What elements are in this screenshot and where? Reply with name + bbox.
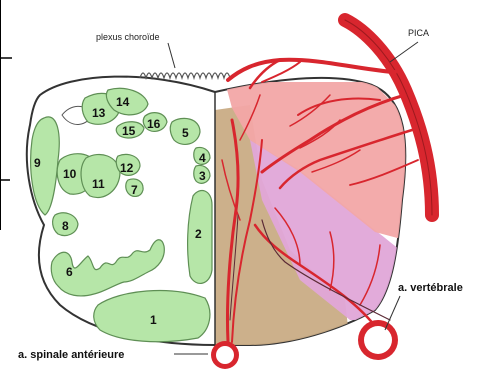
leader-plexus [168,43,175,68]
vertebral-artery-ring [358,320,398,360]
label-spinale: a. spinale antérieure [18,349,124,361]
leader-pica [390,42,418,62]
pica-branch [228,60,395,80]
leader-vertebrale [385,296,400,330]
spinal-artery-ring [211,341,239,369]
nucleus-label-2: 2 [195,227,202,241]
label-vertebrale: a. vertébrale [398,282,463,294]
nucleus-label-11: 11 [92,177,105,191]
label-pica: PICA [408,28,429,38]
nucleus-label-6: 6 [66,265,73,279]
nucleus-label-8: 8 [62,219,69,233]
nucleus-label-5: 5 [182,126,189,140]
nucleus-label-12: 12 [120,161,134,175]
nucleus-label-15: 15 [122,124,136,138]
label-plexus: plexus choroïde [96,32,160,42]
nucleus-label-3: 3 [199,169,206,183]
nucleus-label-10: 10 [63,167,77,181]
nucleus-label-4: 4 [199,151,206,165]
nucleus-label-1: 1 [150,313,157,327]
nucleus-label-7: 7 [131,183,138,197]
nucleus-label-9: 9 [34,156,41,170]
nucleus-label-14: 14 [116,95,130,109]
nucleus-label-16: 16 [147,117,161,131]
nucleus-label-13: 13 [92,106,106,120]
choroid-plexus [140,73,230,78]
